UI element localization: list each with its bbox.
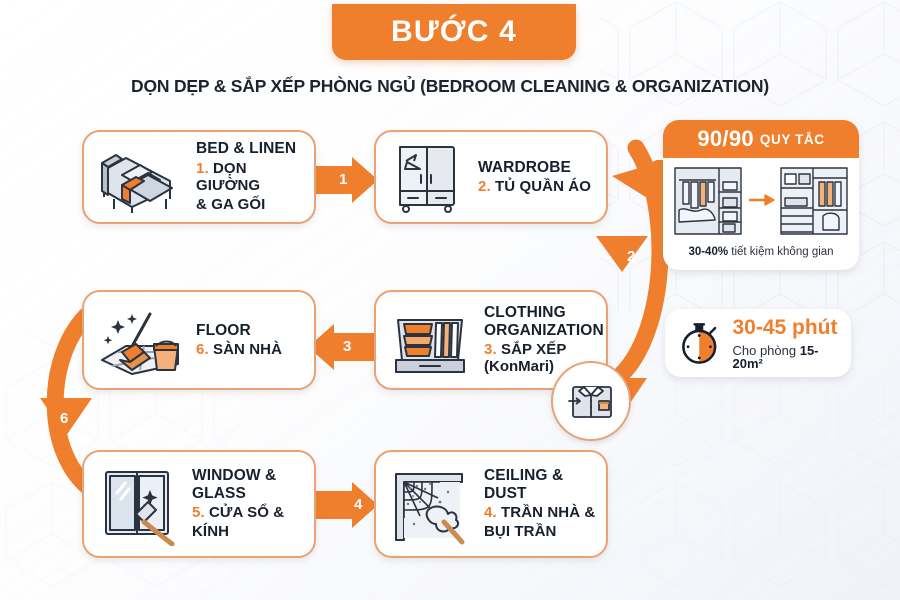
card-title-vi: 6. SÀN NHÀ [196,341,282,358]
card-title-vi-line1: CỬA SỔ & [209,504,285,522]
stopwatch-icon [682,323,717,364]
arrow-1-label: 1 [339,171,348,188]
card-title-vi-line2: (KonMari) [484,358,554,376]
bed-icon [92,141,188,213]
card-number: 5. [192,504,205,522]
card-title-en: BED & LINEN [196,140,297,158]
card-title-vi-line1: DỌN GIƯỜNG [196,159,261,195]
drawer-folded-clothes-icon [384,302,476,378]
rule-panel-number: 90/90 [697,126,754,151]
card-number: 4. [484,504,497,522]
card-title-vi-line2: & GA GỐI [196,196,266,214]
arrow-3-icon [308,324,378,370]
card-title-vi-line2: KÍNH [192,523,230,541]
card-title-vi-line1: TỦ QUẦN ÁO [495,178,591,196]
card-title-en: WARDROBE [478,158,571,176]
arrow-6-label: 6 [60,410,69,427]
arrow-1-icon [308,157,378,203]
cobweb-duster-icon [384,462,476,546]
rule-90-90-panel: 90/90 QUY TẮC [663,120,859,270]
wardrobe-before-after-icon [674,167,848,235]
card-title-vi-line1: SÀN NHÀ [213,341,283,359]
rule-panel-title: QUY TẮC [759,131,825,147]
card-window-glass[interactable]: WINDOW & GLASS 5. CỬA SỔ & KÍNH [82,450,316,558]
step-badge-label: BƯỚC 4 [390,15,518,48]
card-title-en: CEILING & DUST [484,467,564,502]
rule-panel-header: 90/90 QUY TẮC [663,120,859,158]
card-floor[interactable]: FLOOR 6. SÀN NHÀ [82,290,316,390]
card-title-vi-line1: TRẦN NHÀ & [501,504,596,522]
arrow-4-icon [308,482,378,528]
card-title-en: FLOOR [196,321,251,339]
card-title-vi: 4. TRẦN NHÀ & [484,504,596,521]
card-title-vi: 3. SẮP XẾP [484,341,604,358]
step-badge: BƯỚC 4 [332,4,576,60]
arrow-2-label: 2 [627,248,636,265]
window-squeegee-icon [92,462,184,546]
card-bed-linen[interactable]: BED & LINEN 1. DỌN GIƯỜNG & GA GỐI [82,130,316,224]
arrow-4-label: 4 [354,496,363,513]
card-title-en-line2: GLASS [192,484,246,502]
card-title-en-line2: ORGANIZATION [484,321,604,339]
arrow-3-label: 3 [343,338,352,355]
card-title-vi: 5. CỬA SỔ & [192,504,284,521]
time-note-strong: 15-20m² [732,342,819,371]
rule-panel-caption: 30-40% tiết kiệm không gian [671,246,851,258]
time-estimate-panel: 30-45 phút Cho phòng 15-20m² [665,309,851,377]
card-title-vi: 2. TỦ QUẦN ÁO [478,178,591,195]
folded-shirt-icon [568,386,612,418]
card-wardrobe[interactable]: WARDROBE 2. TỦ QUẦN ÁO [374,130,608,224]
card-number: 1. [196,159,209,177]
wardrobe-icon [384,139,470,215]
card-number: 3. [484,341,497,359]
card-title-en-line1: CLOTHING [484,304,566,322]
time-note-prefix: Cho phòng [732,342,800,358]
card-title-en-line1: WINDOW & [192,467,277,485]
rule-panel-body: 30-40% tiết kiệm không gian [663,158,859,262]
rule-panel-caption-rest: tiết kiệm không gian [728,246,834,258]
card-title-vi-line1: SẮP XẾP [501,341,567,359]
card-title-vi-line2: BỤI TRẦN [484,523,557,541]
page-subtitle: DỌN DẸP & SẮP XẾP PHÒNG NGỦ (BEDROOM CLE… [131,76,769,96]
time-estimate-note: Cho phòng 15-20m² [732,344,841,370]
card-title-vi: 1. DỌN GIƯỜNG [196,160,304,195]
time-estimate-value: 30-45 phút [732,315,838,339]
mop-bucket-icon [92,300,188,380]
folded-shirt-badge [551,361,631,441]
card-ceiling-dust[interactable]: CEILING & DUST 4. TRẦN NHÀ & BỤI TRẦN [374,450,608,558]
card-number: 6. [196,341,209,359]
rule-panel-caption-strong: 30-40% [688,246,729,258]
card-number: 2. [478,178,491,196]
